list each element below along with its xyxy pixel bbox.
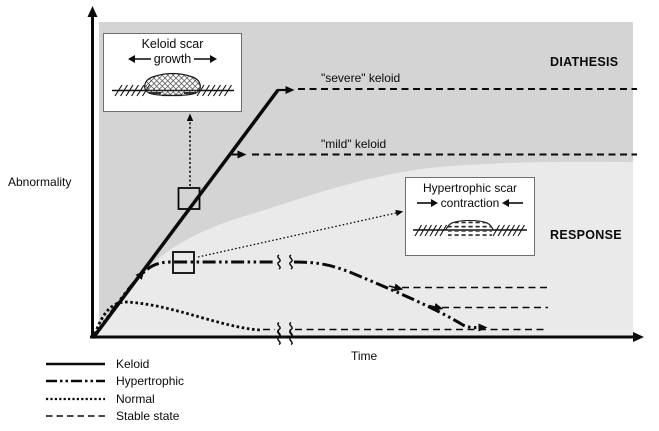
legend-label: Hypertrophic — [116, 374, 185, 389]
keloid-inset-box: Keloid scar growth — [103, 33, 242, 112]
stable-state-line-sample — [46, 415, 105, 418]
legend-item-stable-state: Stable state — [46, 408, 184, 426]
hypertrophic-direction-arrow — [134, 270, 145, 283]
hypertrophic-crossing-arrow-2 — [428, 302, 444, 311]
x-axis-label: Time — [351, 349, 378, 363]
legend-label: Normal — [116, 391, 155, 406]
hypertrophic-crossing-arrow-1 — [388, 283, 404, 292]
hypertrophic-line-sample — [46, 379, 105, 383]
legend-label: Stable state — [116, 409, 180, 424]
arrow-left-icon — [502, 199, 524, 207]
legend-label: Keloid — [116, 356, 150, 371]
keloid-scar-illustration — [111, 72, 234, 97]
severe-keloid-label: "severe" keloid — [321, 71, 401, 85]
hypertrophic-scar-illustration — [413, 219, 527, 239]
normal-line-sample — [46, 397, 105, 400]
legend-item-normal: Normal — [46, 390, 184, 408]
y-axis-label: Abnormality — [8, 175, 72, 189]
keloid-line — [91, 88, 280, 340]
break-marks — [277, 254, 293, 346]
hypertrophic-line-regression — [293, 260, 488, 332]
mild-keloid-label: "mild" keloid — [321, 137, 387, 151]
hypertrophic-inset-title: Hypertrophic scar — [422, 181, 518, 195]
keloid-line-sample — [46, 362, 105, 366]
keloid-inset-title: Keloid scar — [141, 37, 204, 51]
keloid-growth-label: growth — [153, 52, 192, 66]
hypertrophic-contraction-label: contraction — [440, 196, 500, 210]
keloid-callout-marker — [177, 187, 201, 210]
legend-item-keloid: Keloid — [46, 355, 184, 373]
arrow-left-icon — [127, 55, 151, 63]
hypertrophic-inset-box: Hypertrophic scar contraction — [405, 177, 535, 256]
arrow-right-icon — [416, 199, 438, 207]
normal-line — [93, 300, 262, 335]
response-label: RESPONSE — [550, 228, 622, 242]
hypertrophic-callout-marker — [172, 251, 195, 274]
legend: Keloid Hypertrophic Normal Stable state — [46, 355, 184, 425]
keloid-growth-row: growth — [127, 52, 218, 66]
arrow-right-icon — [194, 55, 218, 63]
diathesis-label: DIATHESIS — [550, 55, 619, 69]
legend-item-hypertrophic: Hypertrophic — [46, 373, 184, 391]
hypertrophic-contraction-row: contraction — [416, 196, 524, 210]
